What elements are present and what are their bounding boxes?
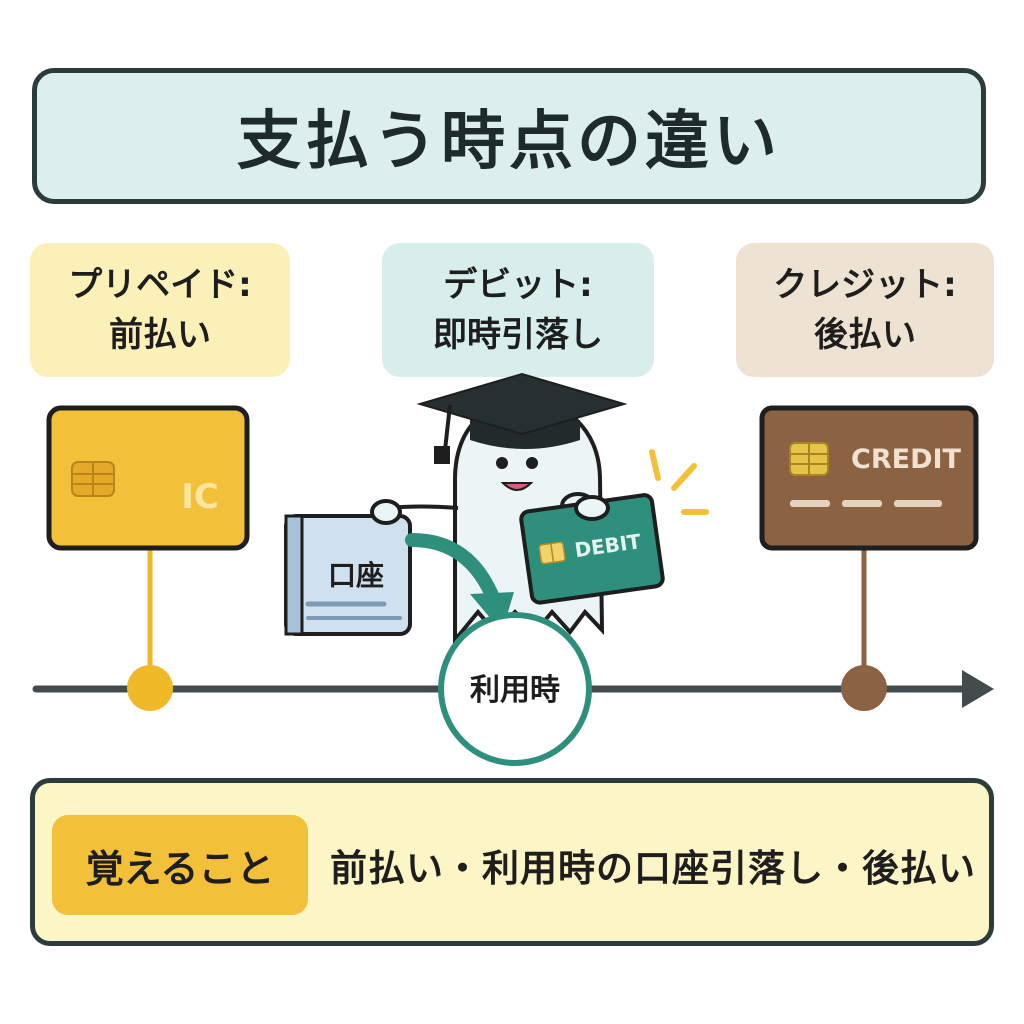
usage-time-label: 利用時 bbox=[470, 673, 560, 708]
prepaid-card-text: IC bbox=[181, 477, 219, 517]
title-box: 支払う時点の違い bbox=[32, 68, 986, 204]
debit-label-line1: デビット: bbox=[443, 265, 593, 305]
ghost-eye bbox=[526, 457, 538, 469]
chip-icon bbox=[71, 461, 115, 497]
ghost-hand-over-card bbox=[574, 495, 610, 521]
graduation-cap-icon bbox=[416, 372, 628, 464]
prepaid-card: IC bbox=[46, 405, 250, 551]
ghost-eye bbox=[496, 457, 508, 469]
sparkle-icon bbox=[649, 449, 709, 515]
page-title: 支払う時点の違い bbox=[237, 105, 781, 179]
credit-label: クレジット: 後払い bbox=[736, 243, 994, 377]
credit-label-line2: 後払い bbox=[814, 315, 916, 355]
timeline-arrowhead-icon bbox=[962, 670, 994, 708]
account-book: 口座 bbox=[284, 514, 412, 636]
memo-text: 前払い・利用時の口座引落し・後払い bbox=[330, 847, 976, 890]
chip-icon bbox=[789, 442, 829, 476]
card-number-dash bbox=[790, 500, 830, 507]
account-book-text: 口座 bbox=[328, 559, 384, 592]
credit-card: CREDIT bbox=[759, 405, 979, 551]
chip-icon bbox=[538, 541, 566, 565]
card-number-dash bbox=[894, 500, 942, 507]
debit-label-line2: 即時引落し bbox=[433, 315, 603, 355]
prepaid-label-line2: 前払い bbox=[109, 315, 211, 355]
card-number-dash bbox=[842, 500, 882, 507]
credit-label-line1: クレジット: bbox=[773, 265, 957, 305]
debit-label: デビット: 即時引落し bbox=[382, 243, 654, 377]
ghost-hand-left bbox=[370, 499, 402, 525]
prepaid-label-line1: プリペイド: bbox=[68, 265, 252, 305]
prepaid-label: プリペイド: 前払い bbox=[30, 243, 290, 377]
credit-card-text: CREDIT bbox=[851, 444, 962, 475]
prepaid-dot bbox=[127, 665, 173, 711]
credit-dot bbox=[841, 665, 887, 711]
memo-badge: 覚えること bbox=[52, 815, 308, 915]
usage-time-marker: 利用時 bbox=[438, 612, 592, 766]
ghost-mouth bbox=[500, 482, 534, 491]
